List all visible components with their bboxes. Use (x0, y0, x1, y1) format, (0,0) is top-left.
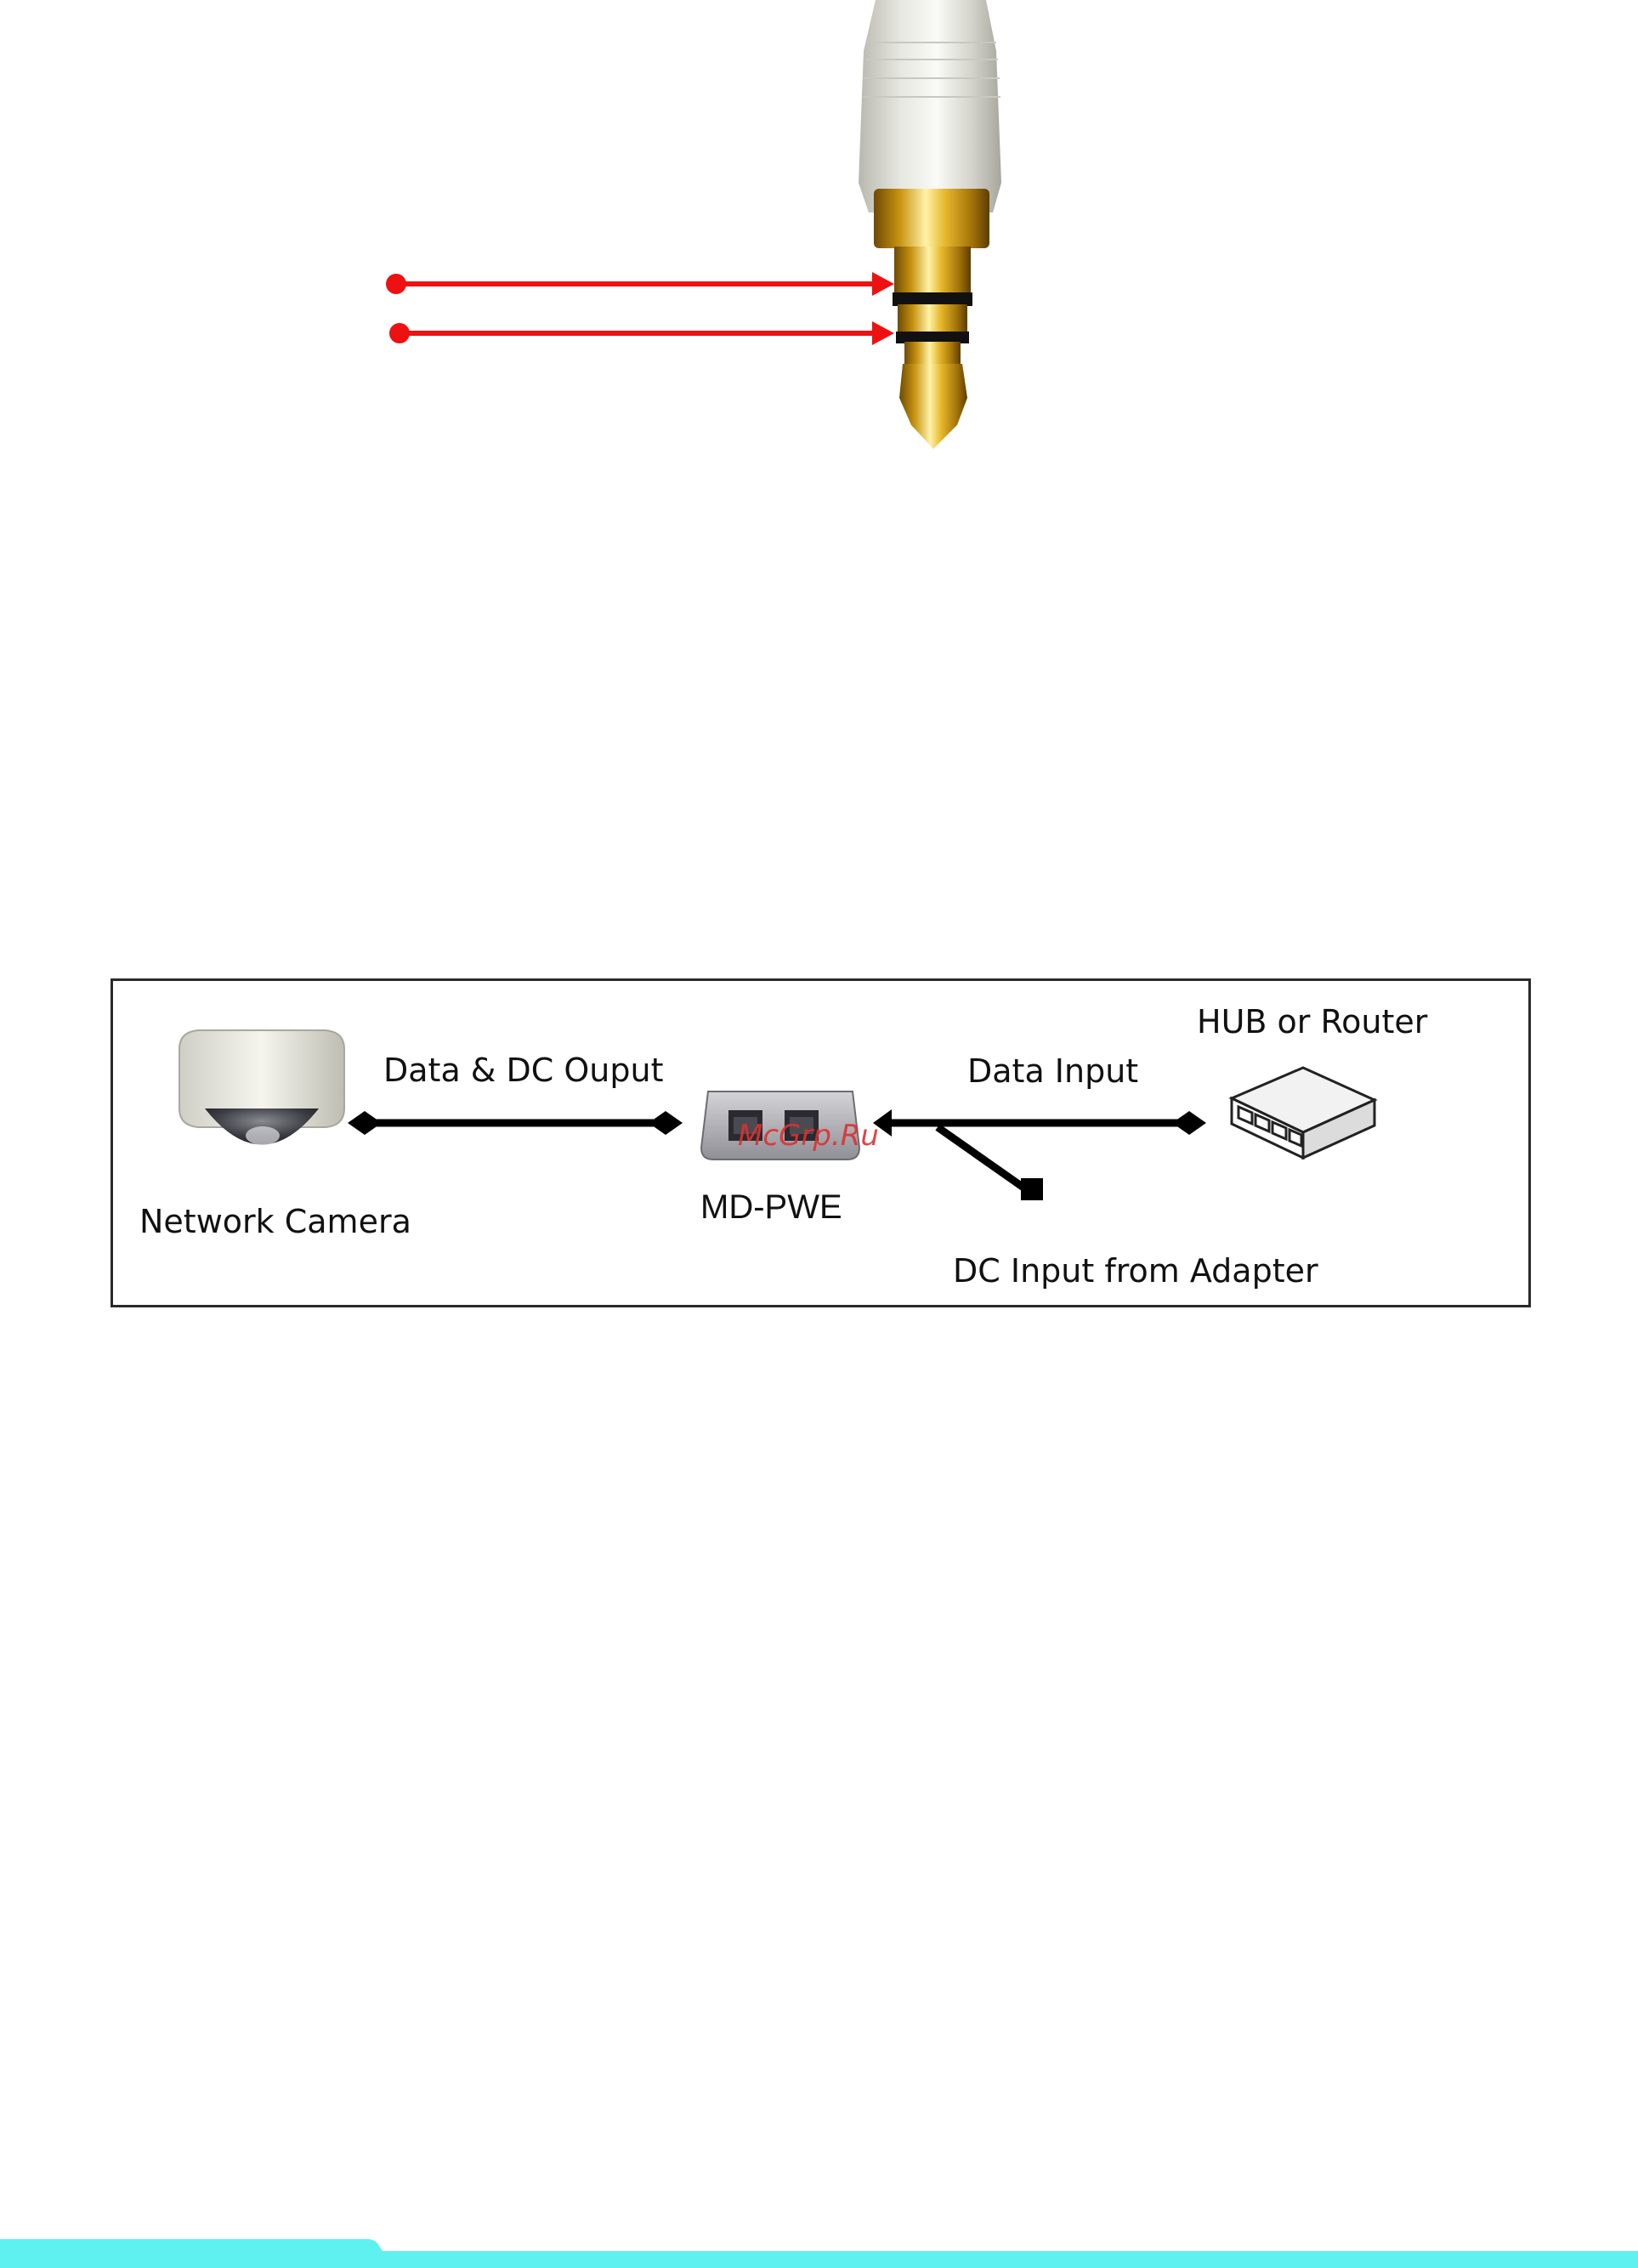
connection-diagram: Network Camera Data & DC Ouput MD-PWE Da… (111, 978, 1531, 1307)
audio-plug-photo (0, 0, 1638, 485)
dc-input-adapter-label: DC Input from Adapter (953, 1255, 1318, 1287)
hub-router-label: HUB or Router (1197, 1006, 1427, 1038)
watermark-text: McGrp.Ru (738, 1119, 879, 1153)
data-dc-output-label: Data & DC Ouput (383, 1054, 664, 1086)
footer-band-shape (0, 2239, 1638, 2268)
network-camera-label: Network Camera (139, 1205, 411, 1238)
network-hub-icon (1232, 1068, 1374, 1158)
footer-band (0, 2239, 1638, 2268)
audio-plug-figure (0, 0, 1638, 485)
data-input-label: Data Input (967, 1055, 1138, 1087)
md-pwe-label: MD-PWE (700, 1190, 842, 1224)
dome-camera-icon (179, 1030, 344, 1145)
